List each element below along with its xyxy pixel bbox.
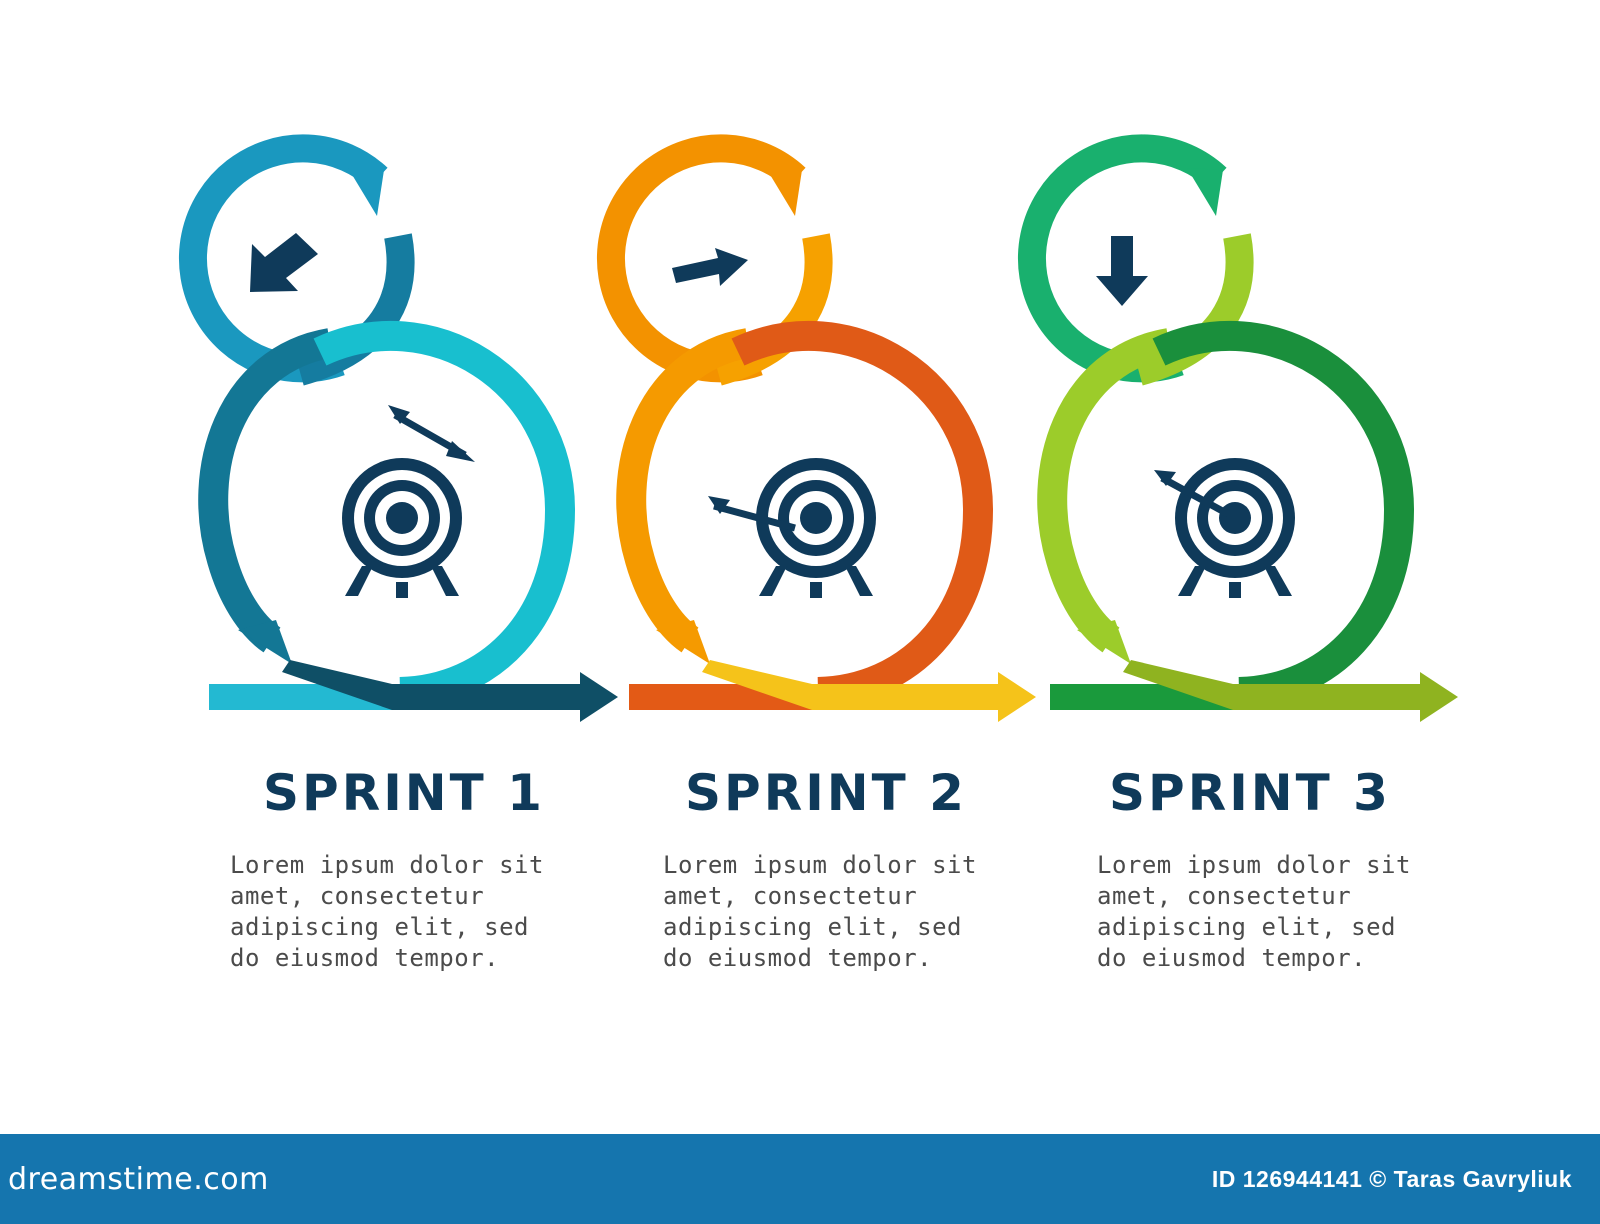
sprint-1-flying-arrow-icon	[388, 405, 475, 462]
sprint-3-baseline-light	[1123, 660, 1458, 722]
sprint-1-description: Lorem ipsum dolor sit amet, consectetur …	[230, 851, 544, 972]
sprint-1-big-loop-left	[198, 328, 334, 653]
sprint-1-target-icon	[342, 458, 462, 598]
sprint-2-small-arrow-icon	[672, 248, 748, 286]
sprint-1-small-loop-arrowhead	[348, 168, 384, 216]
sprint-2-big-loop-left	[616, 328, 752, 653]
sprint-3-small-loop-arrowhead	[1187, 168, 1223, 216]
sprint-3-target-icon	[1175, 458, 1295, 598]
sprint-2-big-loop-arrowhead	[656, 620, 710, 664]
footer-credit: ID 126944141 © Taras Gavryliuk	[1211, 1166, 1572, 1192]
sprint-1-big-loop-arrowhead	[238, 620, 292, 664]
sprint-1-big-loop-right	[313, 321, 576, 707]
sprint-1-small-arrow-icon	[250, 233, 318, 292]
footer-bar: dreamstime.com ID 126944141 © Taras Gavr…	[0, 1134, 1600, 1224]
footer-logo[interactable]: dreamstime.com	[8, 1162, 269, 1197]
sprint-3-small-arrow-icon	[1096, 236, 1148, 306]
sprint-2-baseline-light	[702, 660, 1036, 722]
sprint-3-cycle	[1018, 134, 1458, 722]
sprint-2-cycle	[597, 134, 1036, 722]
sprint-2-small-loop-arrowhead	[766, 168, 802, 216]
sprint-3-title: SPRINT 3	[1109, 764, 1391, 822]
sprint-2-flying-arrow-icon	[708, 496, 796, 532]
sprint-2-big-loop-right	[731, 321, 994, 707]
sprint-1-baseline-dark	[282, 660, 618, 722]
sprint-1-title: SPRINT 1	[263, 764, 545, 822]
sprint-1-cycle	[179, 134, 618, 722]
sprint-2-target-icon	[756, 458, 876, 598]
sprint-3-big-loop-left	[1037, 328, 1173, 653]
sprint-2-description: Lorem ipsum dolor sit amet, consectetur …	[663, 851, 977, 972]
sprint-3-big-loop-right	[1152, 321, 1415, 707]
sprint-2-title: SPRINT 2	[685, 764, 967, 822]
sprint-3-big-loop-arrowhead	[1077, 620, 1131, 664]
sprint-3-description: Lorem ipsum dolor sit amet, consectetur …	[1097, 851, 1411, 972]
sprint-3-flying-arrow-icon	[1154, 470, 1230, 518]
